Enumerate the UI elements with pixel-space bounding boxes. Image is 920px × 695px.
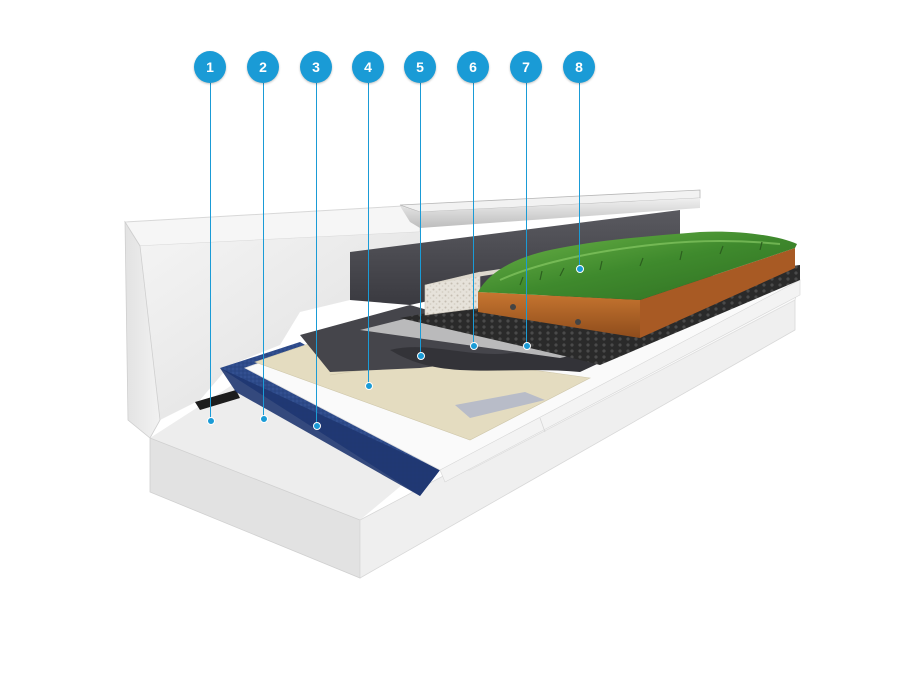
callout-badge-7: 7: [510, 51, 542, 83]
callout-leader-4: [368, 83, 369, 385]
callout-badge-6: 6: [457, 51, 489, 83]
callout-dot-4: [364, 381, 373, 390]
soil-side: [640, 248, 795, 338]
concrete-slab-top: [150, 380, 420, 520]
callout-badge-2: 2: [247, 51, 279, 83]
callout-leader-5: [420, 83, 421, 355]
blue-vapour-layer-front: [220, 368, 440, 496]
concrete-wall-side: [124, 220, 161, 439]
insulation-board-lines: [539, 417, 546, 433]
callout-dot-7: [522, 341, 531, 350]
callout-badge-1: 1: [194, 51, 226, 83]
soil-front: [478, 292, 640, 338]
soil-bolt-1: [510, 304, 516, 310]
vapour-barrier-edge: [195, 390, 240, 410]
callout-dot-1: [206, 416, 215, 425]
callout-leader-7: [526, 83, 527, 345]
callout-dot-2: [259, 414, 268, 423]
metal-coping-front: [400, 198, 700, 228]
callout-dot-5: [416, 351, 425, 360]
callout-dot-6: [469, 341, 478, 350]
callout-badge-5: 5: [404, 51, 436, 83]
callout-badge-4: 4: [352, 51, 384, 83]
callout-leader-6: [473, 83, 474, 345]
insulation-front-edge: [439, 279, 801, 483]
callout-badge-8: 8: [563, 51, 595, 83]
soil-bolt-2: [575, 319, 581, 325]
upstand-membrane: [350, 210, 680, 305]
vegetation-highlight: [499, 240, 781, 281]
callout-leader-1: [210, 83, 211, 420]
insulation-grey-tile: [455, 392, 545, 418]
callout-dot-3: [312, 421, 321, 430]
vegetation-layer: [478, 231, 797, 300]
callout-badge-3: 3: [300, 51, 332, 83]
callout-leader-2: [263, 83, 264, 418]
callout-dot-8: [575, 264, 584, 273]
callout-leader-3: [316, 83, 317, 425]
callout-leader-8: [579, 83, 580, 268]
vegetation-texture: [519, 241, 763, 286]
